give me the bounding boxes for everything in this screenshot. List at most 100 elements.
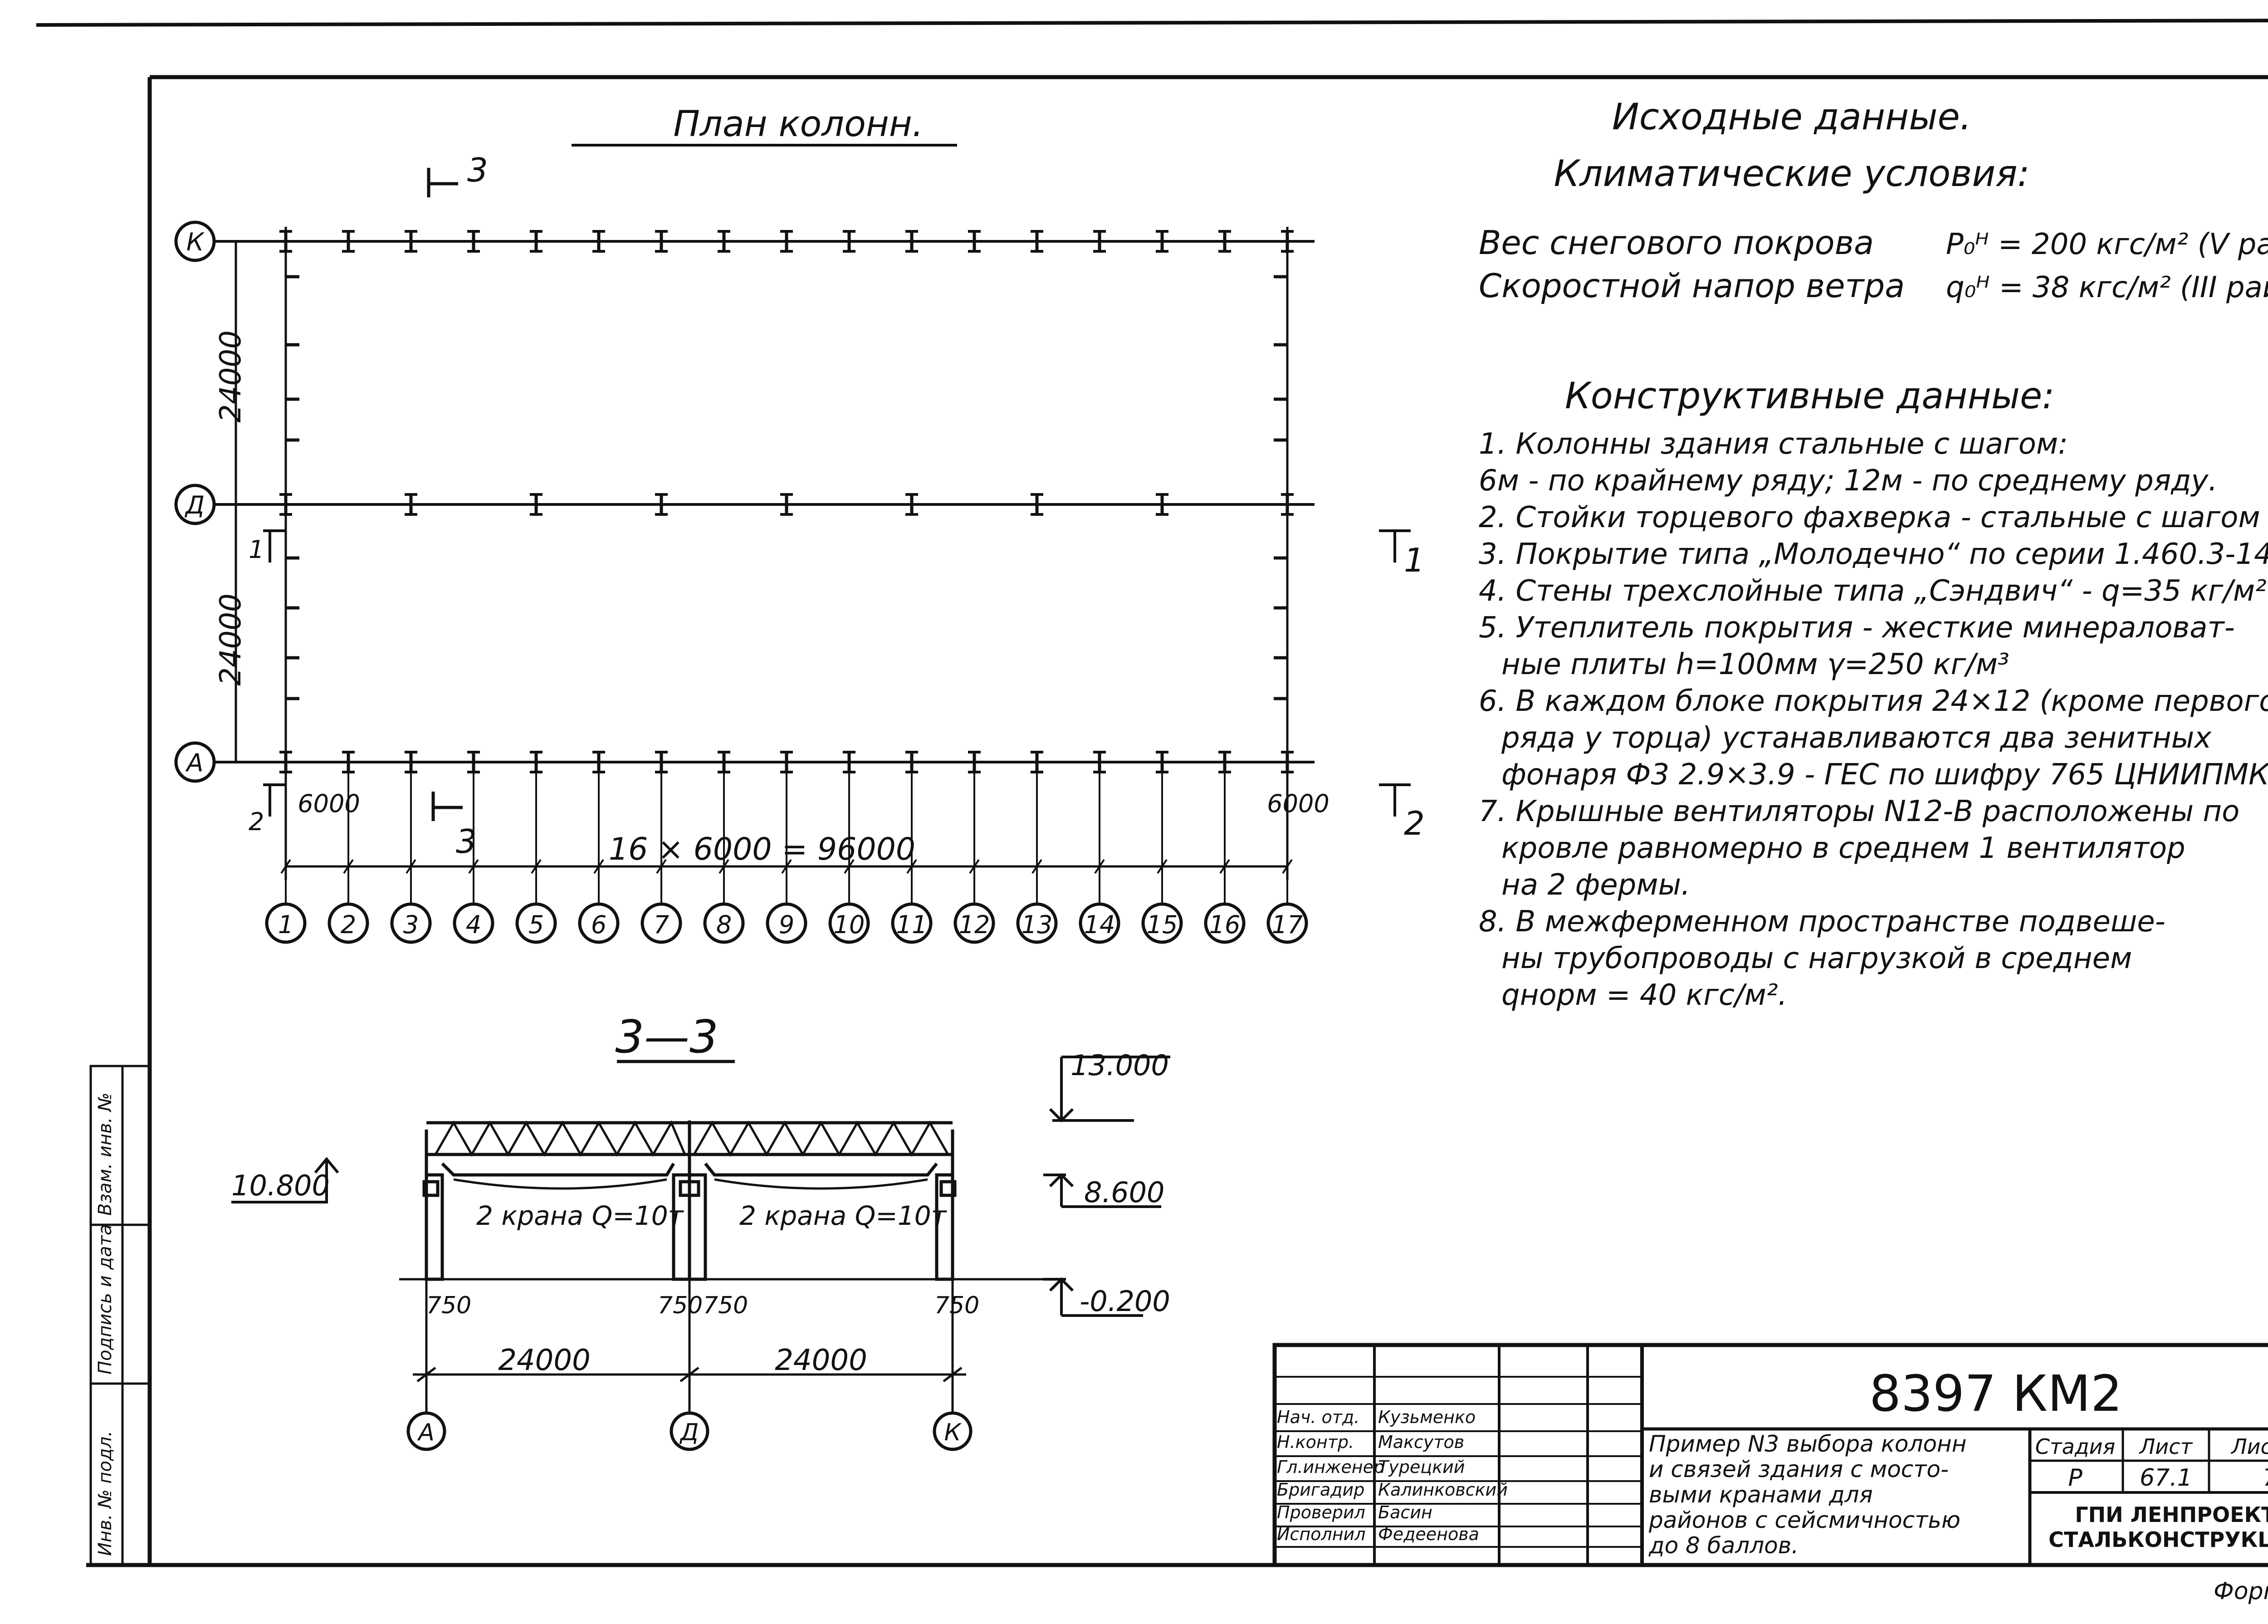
climate-title: Климатические условия: [1554, 152, 2030, 195]
stamp-sheet-label: Лист [2139, 1434, 2193, 1459]
construct-line: 5. Утеплитель покрытия - жесткие минерал… [1479, 611, 2235, 645]
plan-axis-col-label: 4 [466, 910, 481, 939]
crane-right: 2 крана Q=10т [739, 1200, 948, 1231]
stamp-sheet: 67.1 [2140, 1464, 2192, 1492]
climate-label-wind: Скоростной напор ветра [1479, 267, 1905, 305]
stamp-title-line: выми кранами для [1649, 1482, 1873, 1508]
plan-axis-col-label: 9 [779, 910, 794, 939]
stamp-title-line: и связей здания с мосто- [1649, 1456, 1949, 1482]
offset-2: 750 [658, 1292, 703, 1319]
stamp-title-line: Пример N3 выбора колонн [1649, 1431, 1966, 1457]
offset-4: 750 [934, 1292, 979, 1319]
construct-line: 4. Стены трехслойные типа „Сэндвич“ - q=… [1479, 574, 2267, 608]
stamp-title-line: до 8 баллов. [1648, 1532, 1799, 1559]
elev-left: 10.800 [231, 1169, 330, 1202]
plan-axis-col-label: 7 [654, 910, 669, 939]
elev-top: 13.000 [1070, 1049, 1169, 1082]
stamp-role: Проверил [1277, 1502, 1365, 1522]
stamp-name: Максутов [1378, 1432, 1464, 1452]
cut-mark-2-left: 2 [249, 807, 264, 836]
stamp-title-line: районов с сейсмичностью [1648, 1507, 1960, 1533]
cut-marks [263, 529, 1411, 817]
construct-line: qнорм = 40 кгс/м². [1501, 978, 1787, 1012]
section-frame [399, 1120, 1066, 1415]
stamp-name: Турецкий [1378, 1457, 1465, 1477]
side-label-replace: Взам. инв. № [95, 1092, 116, 1216]
side-label-inv: Инв. № подл. [95, 1431, 116, 1556]
dim-24000-lower: 24000 [214, 593, 248, 686]
plan-axis-col-label: 1 [278, 910, 293, 939]
climate-label-snow: Вес снегового покрова [1479, 224, 1874, 262]
plan-axis-col-label: 14 [1084, 910, 1115, 939]
construct-line: ны трубопроводы с нагрузкой в среднем [1501, 942, 2132, 975]
section-cut-top-label: 3 [467, 151, 488, 189]
construct-list: 1. Колонны здания стальные с шагом:6м - … [1479, 427, 2268, 1012]
section-axis-a: А [417, 1419, 435, 1446]
stamp-stage-label: Стадия [2035, 1434, 2115, 1459]
plan-axis-col-label: 2 [341, 910, 356, 939]
stamp-stage: Р [2068, 1464, 2082, 1492]
construct-line: 3. Покрытие типа „Молодечно“ по серии 1.… [1479, 538, 2268, 571]
stamp-sheets-label: Листов [2230, 1434, 2268, 1459]
crane-left: 2 крана Q=10т [476, 1200, 684, 1231]
section-cut-top [427, 168, 458, 197]
elev-crane: 8.600 [1084, 1176, 1165, 1209]
section-elevations [231, 1056, 1170, 1317]
side-strip [89, 1065, 151, 1566]
offset-3: 750 [703, 1292, 748, 1319]
stamp-sheets: 7 [2263, 1464, 2268, 1492]
stamp-role: Бригадир [1277, 1480, 1364, 1500]
plan-axis-col-label: 13 [1022, 910, 1053, 939]
plan-axis-row-label: К [186, 228, 205, 256]
plan-axis-col-label: 16 [1209, 910, 1241, 939]
construct-line: на 2 фермы. [1501, 868, 1690, 902]
stamp-org-2: СТАЛЬКОНСТРУКЦИЯ [2048, 1527, 2268, 1552]
offset-1: 750 [426, 1292, 471, 1319]
plan-axis-col-label: 15 [1147, 910, 1178, 939]
cut-mark-1-left: 1 [249, 535, 264, 564]
elev-ground: -0.200 [1080, 1285, 1170, 1318]
plan-axis-col-label: 6 [591, 910, 606, 939]
plan-axis-col-label: 11 [896, 910, 928, 939]
plan-axis-col-label: 10 [834, 910, 865, 939]
section-axis-d: Д [679, 1419, 699, 1446]
climate-value-wind: q₀ᴴ = 38 кгс/м² (III район) [1946, 271, 2268, 304]
construct-line: 6. В каждом блоке покрытия 24×12 (кроме … [1479, 685, 2268, 718]
format-label: Формат А3 [2214, 1578, 2268, 1605]
stamp-role: Исполнил [1277, 1524, 1366, 1544]
span-right: 24000 [775, 1344, 867, 1377]
plan-axis-row-label: А [186, 748, 204, 777]
stamp-code: 8397 КМ2 [1869, 1365, 2122, 1423]
plan-axis-col-label: 17 [1272, 910, 1303, 939]
dim-6000-left: 6000 [298, 789, 360, 818]
plan-axis-col-label: 8 [716, 910, 732, 939]
title-stamp [1272, 1343, 2268, 1567]
span-left: 24000 [498, 1344, 591, 1377]
plan-axis-col-label: 5 [528, 910, 544, 939]
plan-axis-row-label: Д [185, 491, 205, 519]
section-axis-bubbles [406, 1411, 973, 1451]
climate-value-snow: P₀ᴴ = 200 кгс/м² (V район) [1946, 228, 2268, 261]
dim-total: 16 × 6000 = 96000 [609, 832, 915, 867]
stamp-name: Калинковский [1378, 1480, 1508, 1500]
construct-title: Конструктивные данные: [1565, 375, 2054, 417]
column-plan [174, 220, 1315, 944]
dim-6000-right: 6000 [1267, 789, 1329, 818]
plan-title: План колонн. [673, 104, 923, 145]
section-cut-bottom-label: 3 [456, 822, 477, 861]
section-cut-bottom [431, 792, 463, 821]
stamp-name: Кузьменко [1378, 1407, 1476, 1427]
construct-line: ряда у торца) устанавливаются два зенитн… [1501, 721, 2212, 755]
construct-line: 7. Крышные вентиляторы N12-В расположены… [1479, 795, 2239, 828]
stamp-role: Н.контр. [1277, 1432, 1354, 1452]
stamp-org-1: ГПИ ЛЕНПРОЕКТ- [2075, 1502, 2268, 1527]
stamp-signatures: Нач. отд.КузьменкоН.контр.МаксутовГл.инж… [1277, 1407, 1508, 1544]
section-title: 3—3 [615, 1010, 718, 1063]
dim-24000-upper: 24000 [214, 330, 248, 423]
cut-mark-2-right: 2 [1404, 804, 1425, 842]
stamp-role: Нач. отд. [1277, 1407, 1359, 1427]
cut-mark-1-right: 1 [1404, 541, 1425, 579]
